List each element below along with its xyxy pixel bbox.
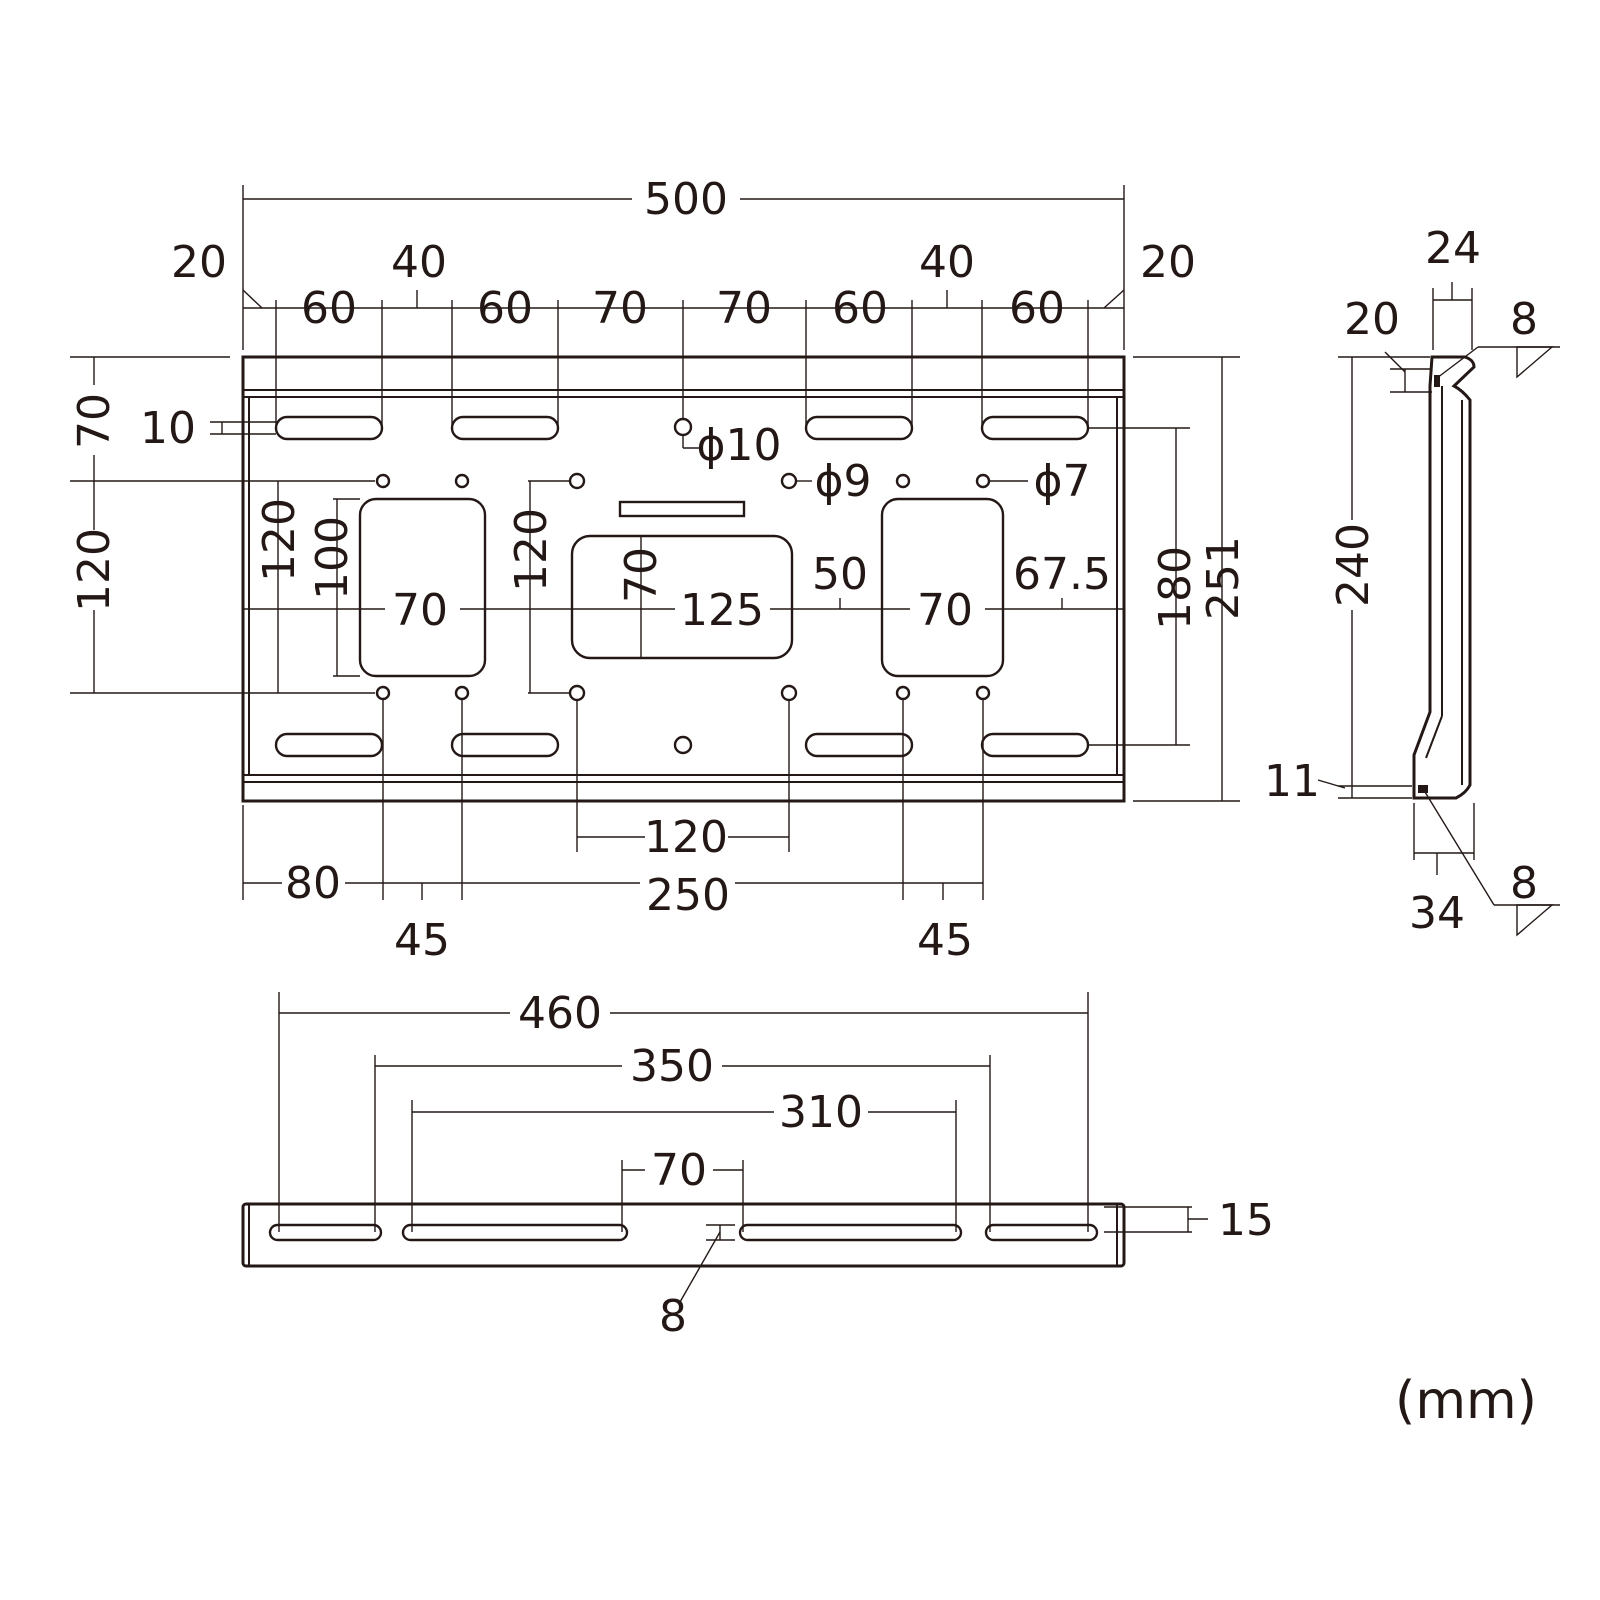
hole-phi9-bl — [568, 684, 586, 702]
hole-phi7-br2 — [975, 685, 991, 701]
label-left-120-outer: 120 — [69, 528, 120, 612]
side-view — [1317, 282, 1560, 937]
cutout-center — [570, 534, 794, 660]
slot-top-3 — [804, 415, 914, 441]
hole-phi7-br1 — [895, 685, 911, 701]
label-width-500: 500 — [644, 174, 728, 225]
side-top-lip — [1434, 375, 1440, 387]
label-mid-67-5: 67.5 — [1013, 549, 1111, 600]
bar-slot-2 — [401, 1223, 629, 1242]
dimension-labels: 500 20 20 40 40 60 60 70 70 60 60 70 10 … — [69, 174, 1538, 1431]
label-side-240: 240 — [1328, 523, 1379, 607]
label-side-11: 11 — [1264, 756, 1320, 807]
front-dimension-lines — [70, 185, 1240, 900]
bar-slot-3 — [738, 1223, 963, 1242]
hole-phi9-br — [780, 684, 798, 702]
label-bar-15: 15 — [1218, 1195, 1274, 1246]
label-top-40-left: 40 — [391, 237, 447, 288]
label-side-24: 24 — [1425, 223, 1481, 274]
label-side-34: 34 — [1409, 888, 1465, 939]
label-bottom-45-left: 45 — [394, 915, 450, 966]
label-top-20-right: 20 — [1140, 237, 1196, 288]
bar-outline — [241, 1202, 1126, 1268]
label-bar-8: 8 — [659, 1291, 687, 1342]
label-left-70: 70 — [69, 393, 120, 449]
label-bottom-45-right: 45 — [917, 915, 973, 966]
label-top-70-a: 70 — [592, 283, 648, 334]
label-left-100: 100 — [307, 516, 358, 600]
slot-bottom-3 — [804, 732, 914, 758]
label-left-120-inner: 120 — [254, 498, 305, 582]
label-center-70-vertical: 70 — [616, 547, 667, 603]
label-mid-70-right: 70 — [917, 585, 973, 636]
slot-top-2 — [450, 415, 560, 441]
label-dia-9: ϕ9 — [814, 456, 871, 507]
side-inner-bend — [1425, 715, 1443, 759]
hole-phi10-top — [673, 417, 693, 437]
bar-slot-1 — [268, 1223, 383, 1242]
hole-phi7-tr2 — [975, 473, 991, 489]
label-top-20-left: 20 — [171, 237, 227, 288]
slot-bottom-2 — [450, 732, 560, 758]
label-bottom-80: 80 — [285, 858, 341, 909]
label-dia-7: ϕ7 — [1033, 456, 1090, 507]
label-side-8-bottom: 8 — [1510, 858, 1538, 909]
slot-top-4 — [980, 415, 1090, 441]
side-profile — [1412, 355, 1476, 800]
label-bottom-120: 120 — [644, 812, 728, 863]
bar-view — [241, 992, 1208, 1303]
label-top-60-b: 60 — [477, 283, 533, 334]
cutout-left — [358, 497, 487, 678]
hole-phi9-tr — [780, 472, 798, 490]
label-top-60-a: 60 — [301, 283, 357, 334]
label-mid-120: 120 — [506, 508, 557, 592]
label-top-60-d: 60 — [1009, 283, 1065, 334]
slot-bottom-4 — [980, 732, 1090, 758]
side-bottom-lip — [1418, 785, 1428, 793]
hole-phi7-bl2 — [454, 685, 470, 701]
label-mid-50: 50 — [812, 549, 868, 600]
slot-bottom-1 — [274, 732, 384, 758]
hole-phi10-bottom — [673, 735, 693, 755]
hole-phi7-tl2 — [454, 473, 470, 489]
label-mid-70-left: 70 — [392, 585, 448, 636]
label-bar-460: 460 — [518, 988, 602, 1039]
label-mid-125: 125 — [680, 585, 764, 636]
unit-label: (mm) — [1395, 1371, 1537, 1431]
label-right-251: 251 — [1198, 536, 1249, 620]
center-slot — [618, 500, 746, 518]
label-bar-310: 310 — [779, 1087, 863, 1138]
hole-phi9-tl — [568, 472, 586, 490]
label-bar-70: 70 — [651, 1145, 707, 1196]
bar-slot-4 — [984, 1223, 1099, 1242]
label-bar-350: 350 — [630, 1041, 714, 1092]
slot-top-1 — [274, 415, 384, 441]
label-top-70-b: 70 — [716, 283, 772, 334]
label-top-60-c: 60 — [832, 283, 888, 334]
label-side-20: 20 — [1344, 294, 1400, 345]
label-right-180: 180 — [1150, 546, 1201, 630]
label-top-40-right: 40 — [919, 237, 975, 288]
label-left-10: 10 — [140, 403, 196, 454]
hole-phi7-tr1 — [895, 473, 911, 489]
cutout-right — [880, 497, 1005, 678]
label-side-8-top: 8 — [1510, 294, 1538, 345]
hole-phi7-bl1 — [375, 685, 391, 701]
label-dia-10: ϕ10 — [696, 420, 781, 471]
label-bottom-250: 250 — [646, 870, 730, 921]
hole-phi7-tl1 — [375, 473, 391, 489]
front-view — [241, 355, 1126, 803]
